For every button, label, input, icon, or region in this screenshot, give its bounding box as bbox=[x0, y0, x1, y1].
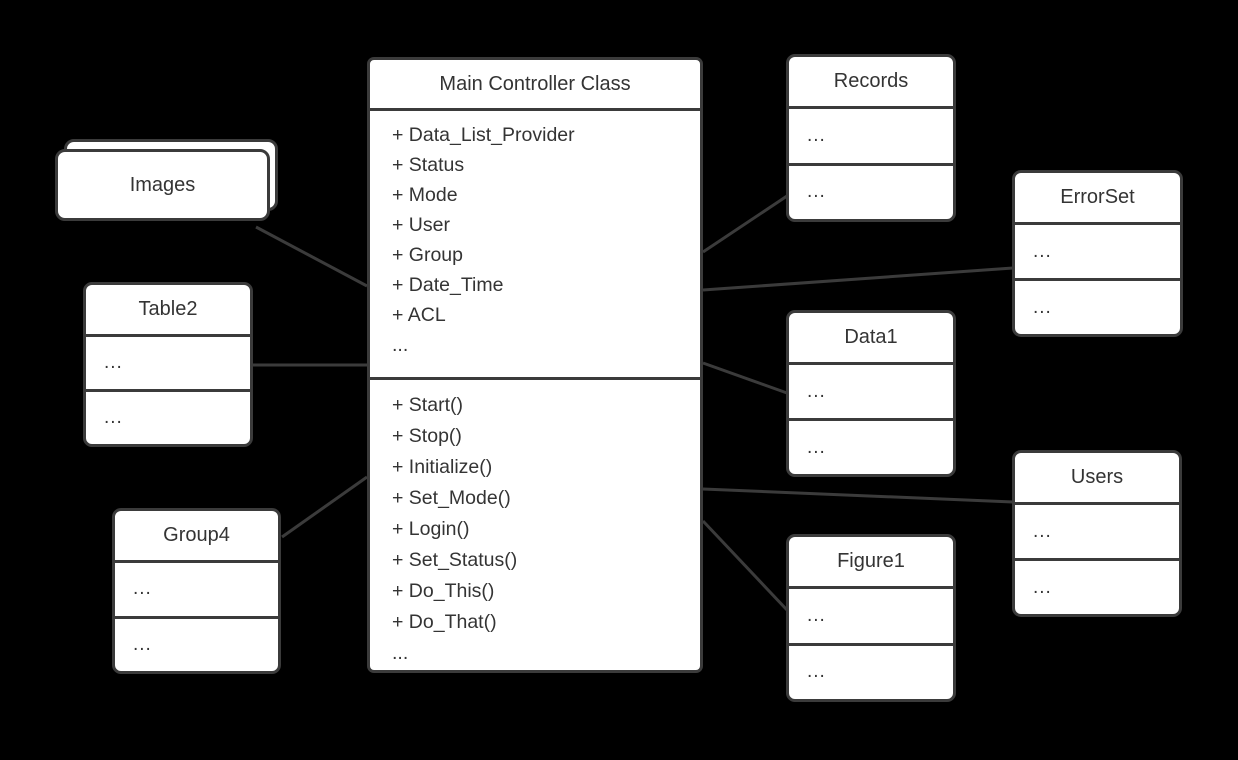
method: + Do_This() bbox=[392, 580, 495, 602]
class-title: Data1 bbox=[789, 313, 953, 365]
class-title: Users bbox=[1015, 453, 1179, 505]
class-row: ... bbox=[807, 380, 826, 402]
class-node-main-controller[interactable]: Main Controller Class + Data_List_Provid… bbox=[367, 57, 703, 673]
connector-main-records bbox=[702, 194, 788, 254]
class-node-data1[interactable]: Data1 ... ... bbox=[786, 310, 956, 477]
class-row: ... bbox=[1015, 558, 1179, 614]
class-title: Figure1 bbox=[789, 537, 953, 589]
method: + Initialize() bbox=[392, 456, 493, 478]
attribute: + User bbox=[392, 214, 450, 236]
class-methods-section: + Start() + Stop() + Initialize() + Set_… bbox=[370, 377, 700, 670]
method: + Do_That() bbox=[392, 611, 497, 633]
class-row: ... bbox=[115, 615, 278, 672]
class-row: ... bbox=[86, 389, 250, 444]
class-row: ... bbox=[807, 604, 826, 626]
class-title: Records bbox=[789, 57, 953, 109]
class-row: ... bbox=[1033, 520, 1052, 542]
class-attributes-section: + Data_List_Provider + Status + Mode + U… bbox=[370, 111, 700, 377]
class-row: ... bbox=[807, 124, 826, 146]
class-row: ... bbox=[104, 352, 123, 373]
method: + Set_Status() bbox=[392, 549, 518, 571]
method-ellipsis: ... bbox=[392, 642, 409, 664]
class-title: Main Controller Class bbox=[370, 60, 700, 111]
class-row: ... bbox=[789, 418, 953, 474]
class-row: ... bbox=[1033, 240, 1052, 262]
class-title: Images bbox=[129, 173, 196, 196]
connector-group4-main bbox=[281, 475, 368, 539]
connector-main-users bbox=[702, 487, 1014, 504]
class-node-records[interactable]: Records ... ... bbox=[786, 54, 956, 222]
attribute: + Status bbox=[392, 154, 465, 176]
method: + Login() bbox=[392, 518, 470, 540]
class-title: Group4 bbox=[115, 511, 278, 563]
attribute: + ACL bbox=[392, 304, 446, 326]
class-row: ... bbox=[789, 642, 953, 700]
class-title: Table2 bbox=[86, 285, 250, 337]
method: + Set_Mode() bbox=[392, 487, 511, 509]
class-row: ... bbox=[789, 162, 953, 220]
class-title: ErrorSet bbox=[1015, 173, 1180, 225]
class-node-table2[interactable]: Table2 ... ... bbox=[83, 282, 253, 447]
class-node-group4[interactable]: Group4 ... ... bbox=[112, 508, 281, 674]
class-row: ... bbox=[133, 578, 152, 600]
attribute-ellipsis: ... bbox=[392, 334, 409, 356]
class-node-users[interactable]: Users ... ... bbox=[1012, 450, 1182, 617]
method: + Start() bbox=[392, 394, 463, 416]
attribute: + Group bbox=[392, 244, 464, 266]
class-node-figure1[interactable]: Figure1 ... ... bbox=[786, 534, 956, 702]
connector-images-main bbox=[255, 225, 368, 288]
attribute: + Data_List_Provider bbox=[392, 124, 575, 146]
connector-main-data1 bbox=[702, 361, 788, 395]
attribute: + Mode bbox=[392, 184, 458, 206]
connector-main-figure1 bbox=[701, 519, 789, 612]
class-row: ... bbox=[1015, 278, 1180, 334]
attribute: + Date_Time bbox=[392, 274, 504, 296]
method: + Stop() bbox=[392, 425, 462, 447]
class-node-errorset[interactable]: ErrorSet ... ... bbox=[1012, 170, 1183, 337]
class-node-images[interactable]: Images bbox=[55, 149, 270, 221]
connector-main-errorset bbox=[702, 266, 1014, 292]
